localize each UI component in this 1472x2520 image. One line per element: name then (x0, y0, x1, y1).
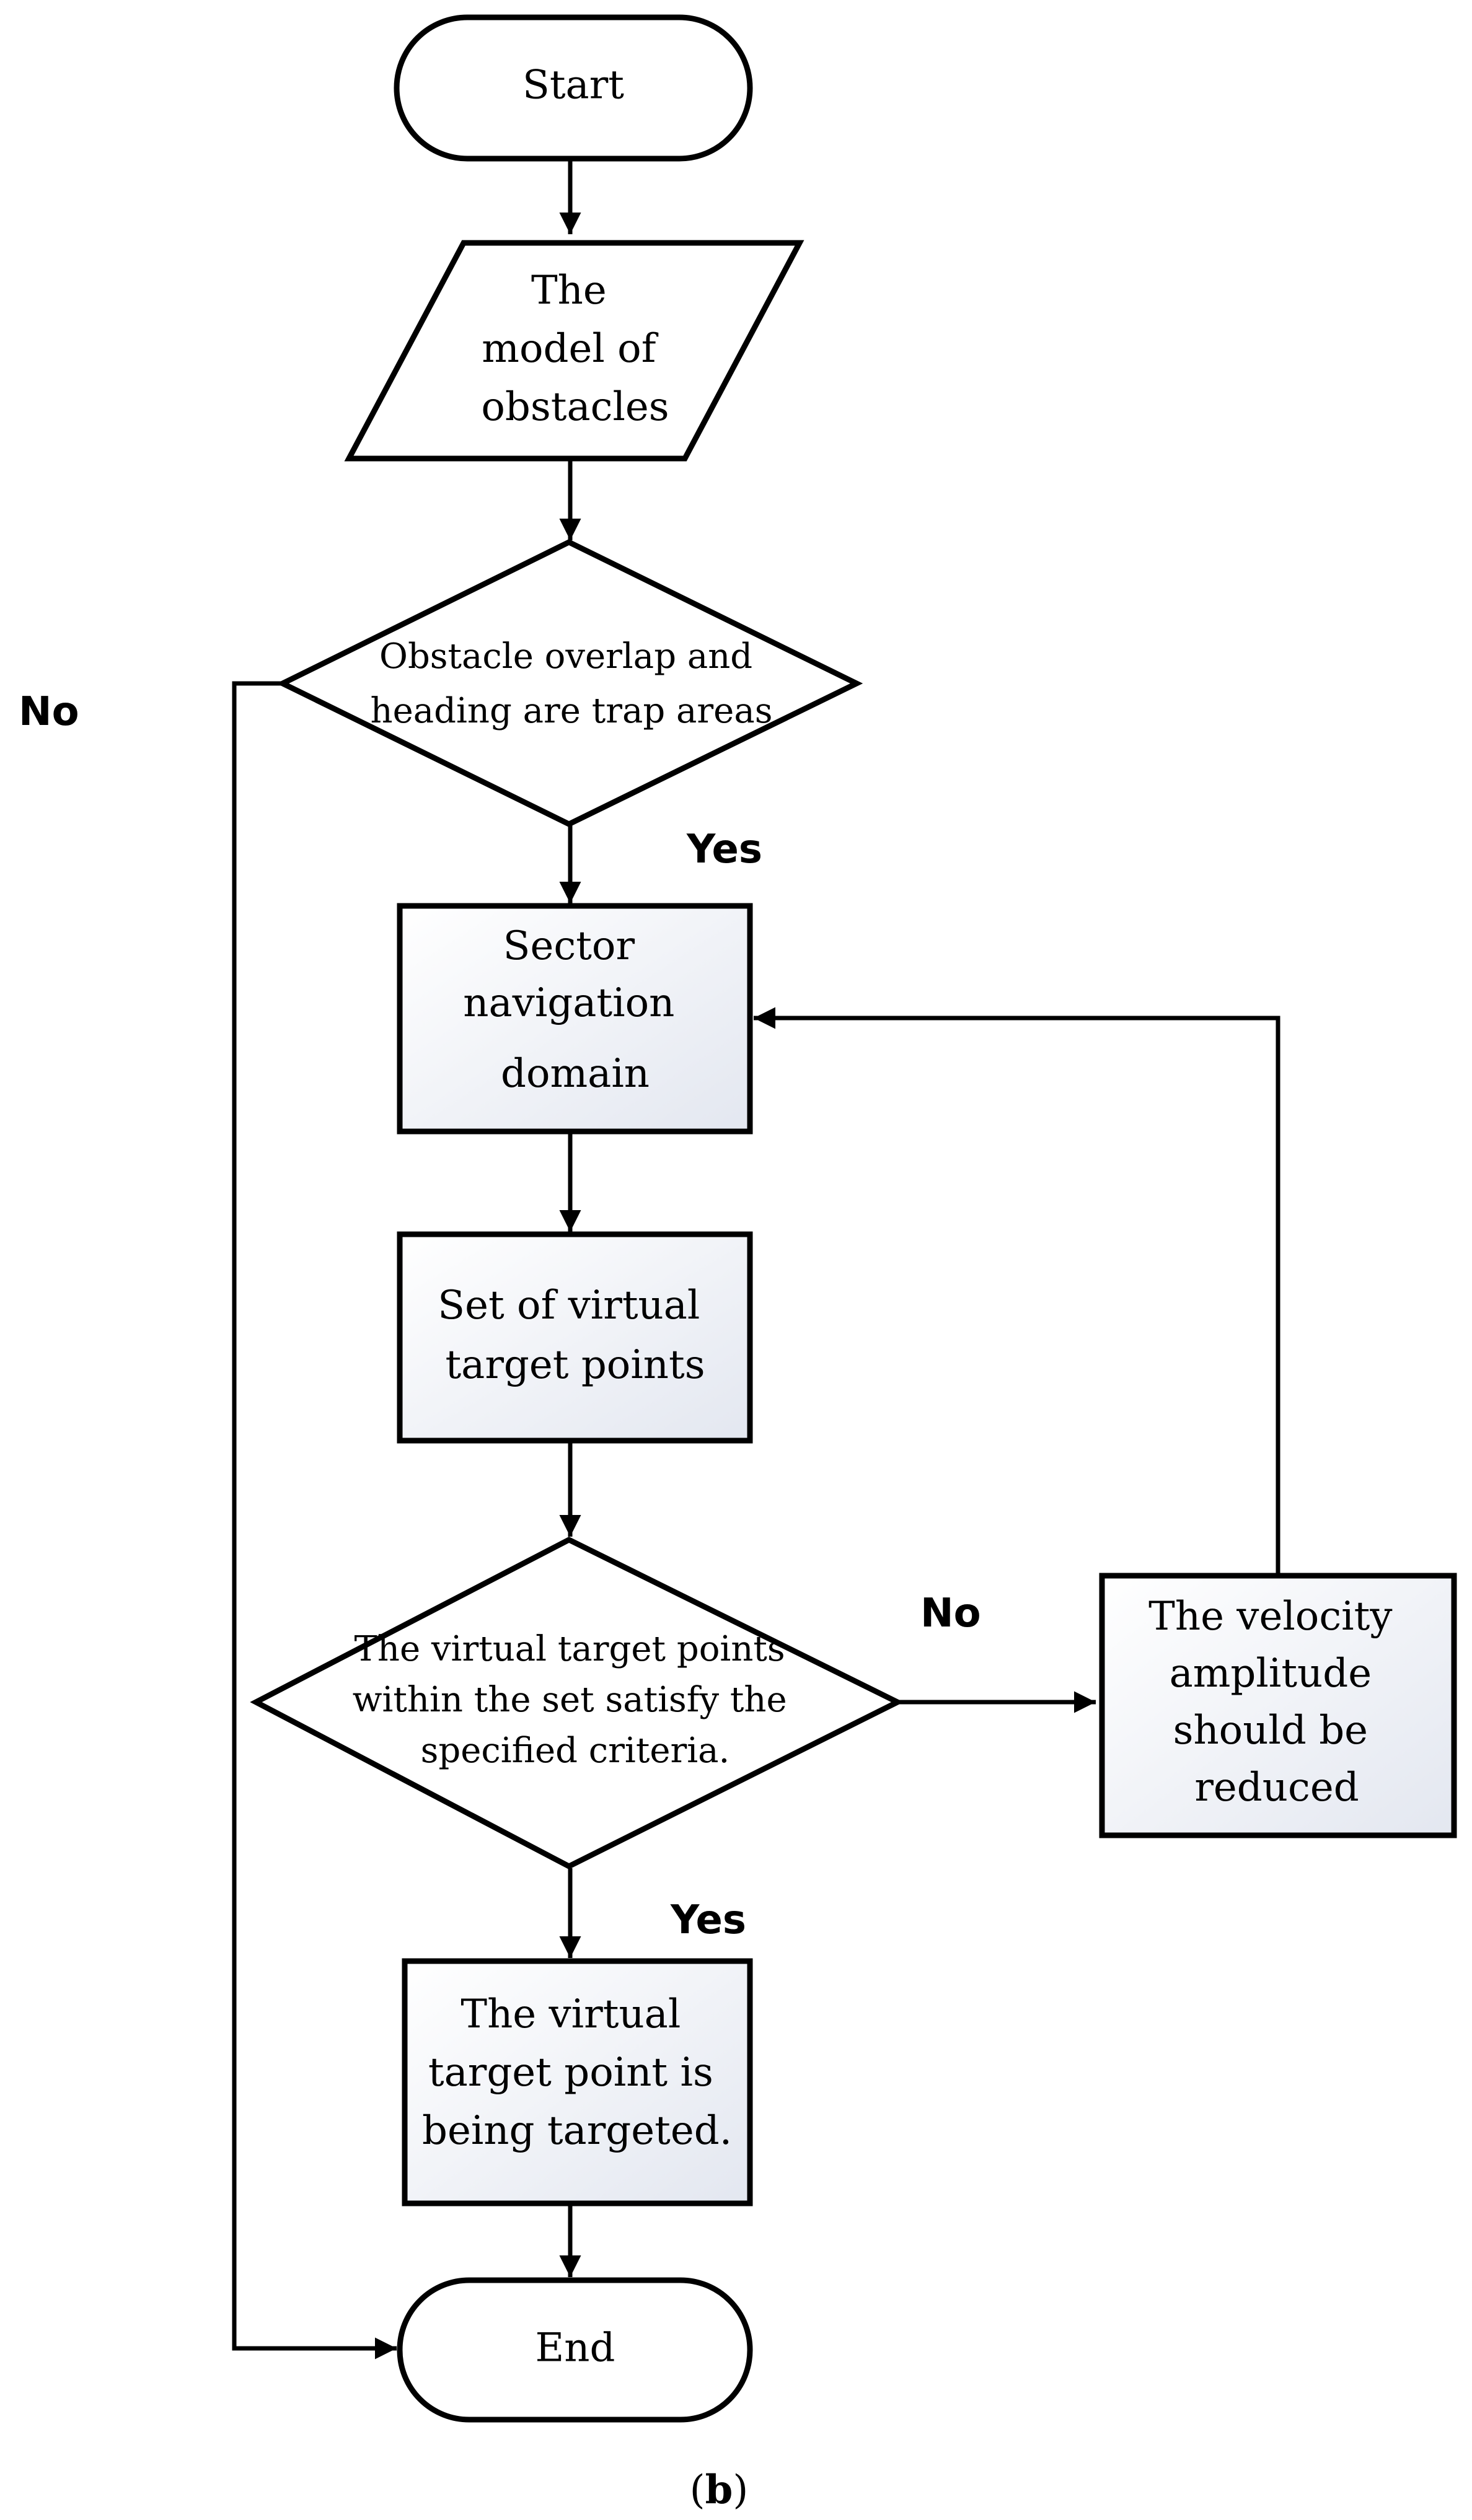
node-reduce-velocity: The velocity amplitude should be reduced (1099, 1573, 1457, 1838)
edge-label-trap-no: No (19, 689, 79, 735)
node-end: End (397, 2277, 753, 2423)
node-start-label: Start (522, 63, 624, 108)
node-virtual-points-set: Set of virtual target points (397, 1231, 753, 1444)
edge-label-criteria-no: No (920, 1591, 981, 1636)
node-obstacle-model: The model of obstacles (344, 240, 804, 462)
edge-trap-no-to-end (232, 681, 397, 2360)
figure-caption: (b) (690, 2467, 749, 2513)
node-target-point-label: The virtual target point is being target… (422, 1991, 732, 2154)
edges (232, 160, 1280, 2360)
node-criteria-decision-label: The virtual target points within the set… (353, 1629, 798, 1771)
node-reduce-velocity-label: The velocity amplitude should be reduced (1148, 1594, 1405, 1811)
node-sector-domain-label: Sector navigation domain (463, 923, 687, 1097)
node-end-label: End (535, 2325, 615, 2371)
node-start: Start (394, 14, 753, 162)
node-sector-domain: Sector navigation domain (397, 903, 753, 1135)
node-trap-decision: Obstacle overlap and heading are trap ar… (276, 538, 863, 828)
node-obstacle-model-label: The model of obstacles (481, 268, 669, 430)
node-trap-decision-label: Obstacle overlap and heading are trap ar… (371, 636, 773, 731)
edge-reduce-to-sector (754, 1007, 1280, 1574)
node-virtual-points-set-label: Set of virtual target points (438, 1283, 712, 1388)
edge-label-trap-yes: Yes (686, 827, 762, 872)
node-criteria-decision: The virtual target points within the set… (250, 1536, 904, 1870)
edge-label-criteria-yes: Yes (670, 1897, 746, 1943)
node-target-point: The virtual target point is being target… (402, 1958, 753, 2206)
